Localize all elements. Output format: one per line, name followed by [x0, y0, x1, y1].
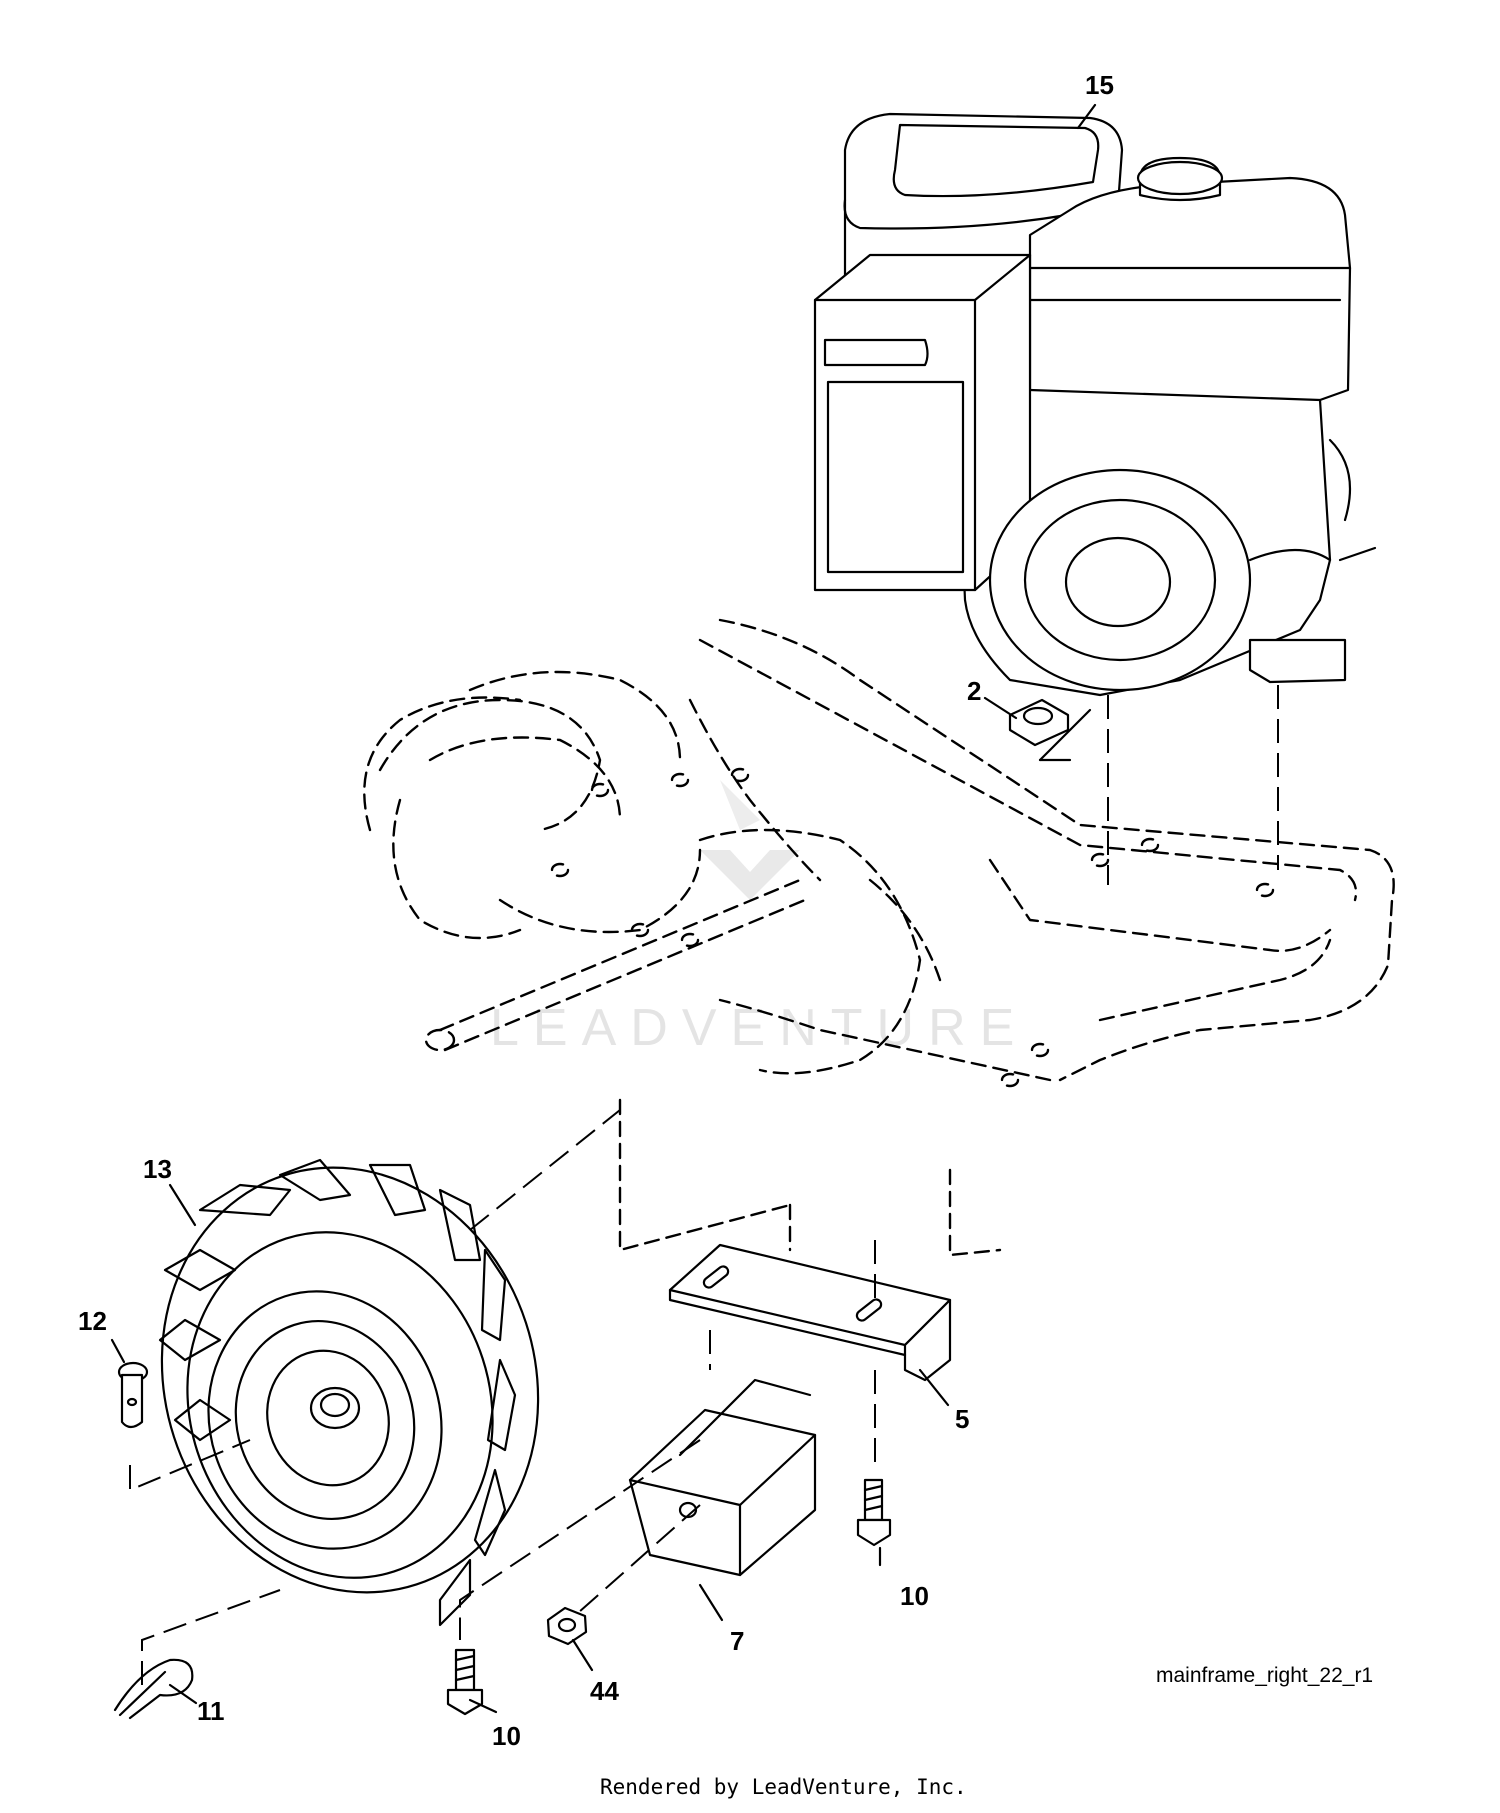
- hairpin-clip-part-11: [113, 1589, 281, 1720]
- wheel-tire-part-13: [158, 1158, 540, 1627]
- watermark: LEADVENTURE: [490, 780, 1028, 1057]
- footer-credit: Rendered by LeadVenture, Inc.: [600, 1775, 967, 1799]
- tiller-frame-phantom: [363, 618, 1395, 1257]
- weight-block-part-7: [459, 1378, 817, 1640]
- flange-nut-part-2: [1008, 698, 1092, 762]
- callout-15: 15: [1085, 70, 1114, 100]
- clevis-pin-part-12: [117, 1361, 251, 1492]
- callout-12: 12: [78, 1306, 107, 1336]
- hex-nut-part-44: [546, 1606, 588, 1646]
- callout-2: 2: [967, 676, 981, 706]
- callout-10-right: 10: [900, 1581, 929, 1611]
- bolt-part-10-right: [856, 1478, 892, 1547]
- callout-7: 7: [730, 1626, 744, 1656]
- bolt-part-10-left: [446, 1648, 484, 1716]
- callout-44: 44: [590, 1676, 619, 1706]
- callout-10-left: 10: [492, 1721, 521, 1751]
- callout-leaders: [110, 103, 1097, 1714]
- figure-reference: mainframe_right_22_r1: [1156, 1664, 1373, 1687]
- bracket-part-5: [668, 1240, 952, 1465]
- callout-5: 5: [955, 1404, 969, 1434]
- watermark-text: LEADVENTURE: [490, 999, 1028, 1057]
- engine-drawing: [813, 112, 1377, 697]
- callout-11: 11: [197, 1696, 225, 1726]
- callout-13: 13: [143, 1154, 172, 1184]
